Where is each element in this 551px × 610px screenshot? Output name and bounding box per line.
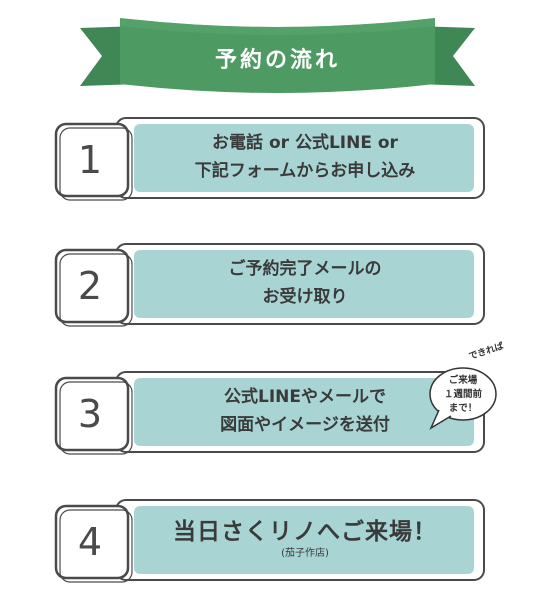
speech-bubble-icon <box>429 367 497 430</box>
banner-title: 予約の流れ <box>214 48 340 73</box>
speech-bubble: ご来場 １週間前 まで！ <box>427 366 499 430</box>
step-number: 3 <box>77 392 103 436</box>
step-text: 公式LINEやメールで 図面やイメージを送付 <box>140 378 470 444</box>
bubble-text: ご来場 １週間前 まで！ <box>427 374 499 416</box>
bubble-line-2: １週間前 <box>443 389 482 400</box>
step-line-1: お電話 or 公式LINE or <box>212 133 398 153</box>
step-frame <box>54 499 485 583</box>
step-line-1: 当日さくリノへご来場！ <box>173 519 437 545</box>
bubble-line-3: まで！ <box>448 403 478 414</box>
step-text: ご予約完了メールの お受け取り <box>140 250 470 316</box>
step-frame <box>54 117 485 201</box>
bubble-line-1: ご来場 <box>448 375 478 386</box>
step-number: 2 <box>77 264 103 308</box>
step-text: 当日さくリノへご来場！ (茄子作店) <box>140 506 470 572</box>
step-number: 4 <box>77 520 103 564</box>
step-2: 2 ご予約完了メールの お受け取り <box>50 238 490 332</box>
step-line-1: ご予約完了メールの <box>228 259 382 279</box>
step-number: 1 <box>77 138 103 182</box>
step-3: 3 公式LINEやメールで 図面やイメージを送付 <box>50 366 490 460</box>
bubble-arc-text: できれば <box>467 341 506 363</box>
ribbon-shape <box>80 18 475 93</box>
step-text: お電話 or 公式LINE or 下記フォームからお申し込み <box>140 124 470 190</box>
step-line-2: 図面やイメージを送付 <box>220 415 390 435</box>
step-frame <box>54 243 485 327</box>
step-1: 1 お電話 or 公式LINE or 下記フォームからお申し込み <box>50 112 490 206</box>
step-4: 4 当日さくリノへご来場！ (茄子作店) <box>50 494 490 588</box>
step-note: (茄子作店) <box>281 548 329 559</box>
step-frame <box>54 371 485 455</box>
step-line-1: 公式LINEやメールで <box>224 387 386 407</box>
step-line-2: お受け取り <box>262 287 348 307</box>
title-banner: 予約の流れ <box>80 6 475 106</box>
step-line-2: 下記フォームからお申し込み <box>194 161 416 181</box>
